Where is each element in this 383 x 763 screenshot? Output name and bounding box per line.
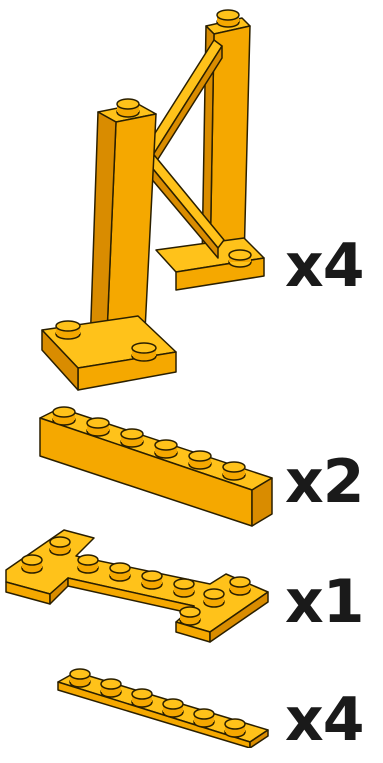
- support-pylon-brick: [38, 0, 288, 392]
- quantity-label-support-pylon: x4: [285, 236, 363, 296]
- brick-1x6: [36, 400, 276, 528]
- quantity-label-plate-1x6: x4: [285, 690, 363, 750]
- h-plate: [4, 520, 272, 650]
- quantity-label-h-plate: x1: [285, 572, 363, 632]
- quantity-label-brick-1x6: x2: [285, 452, 363, 512]
- plate-1x6: [56, 656, 272, 748]
